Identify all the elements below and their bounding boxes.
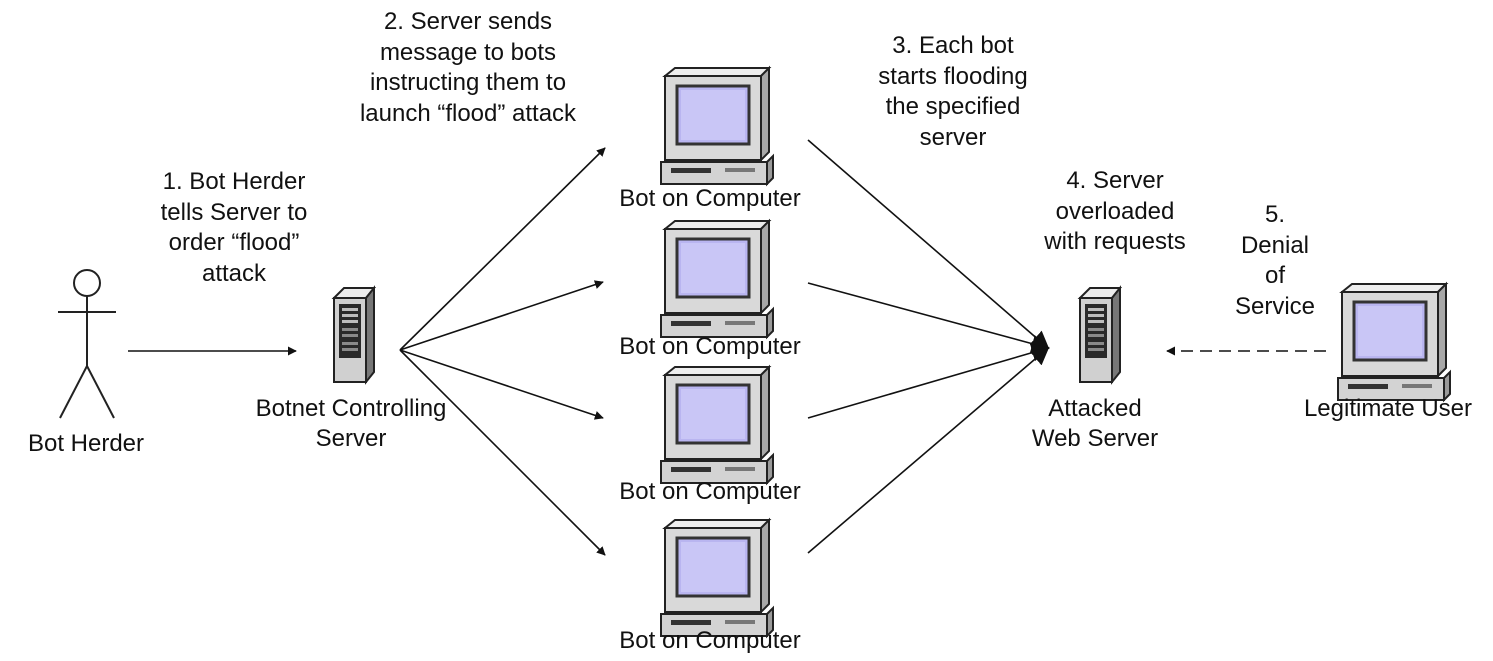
step-5-line: Service [1234,292,1316,320]
step-2-line: message to bots [379,38,557,66]
controlling-server-tower-icon [333,287,375,383]
step-5-note: 5. Denial of Service [1220,200,1330,322]
step-4-note: 4. Server overloaded with requests [1020,166,1210,258]
controlling-server-label-line2: Server [315,425,387,452]
step-5-line: Denial [1240,231,1310,259]
bot-4-label: Bot on Computer [619,627,801,654]
step-3-note: 3. Each bot starts flooding the specifie… [858,31,1048,153]
arrow-server-to-bot-3 [399,349,604,420]
bot-herder-stick-figure-icon [58,269,116,419]
bot-herder-label: Bot Herder [27,430,145,457]
arrow-bot-1-to-webserver [807,139,1050,350]
step-5-line: 5. [1264,201,1285,228]
arrow-server-to-bot-1 [399,147,606,351]
step-2-line: 2. Server sends [383,8,553,35]
step-2-line: launch “flood” attack [359,99,577,127]
arrow-bot-3-to-webserver [807,343,1050,419]
step-1-line: attack [201,259,267,287]
step-3-line: 3. Each bot [892,32,1014,59]
web-server-label-line2: Web Server [1031,425,1159,452]
legit-user-label: Legitimate User [1303,395,1473,422]
web-server-label: Attacked Web Server [1000,394,1190,454]
arrow-bot-2-to-webserver [807,282,1050,353]
controlling-server-label: Botnet Controlling Server [226,394,476,454]
step-1-note: 1. Bot Herder tells Server to order “flo… [118,167,350,289]
bot-computer-3-icon [659,365,775,485]
bot-computer-1-icon [659,66,775,186]
step-3-line: starts flooding [878,62,1028,90]
web-server-label-line1: Attacked [1048,395,1142,422]
step-1-line: tells Server to [160,198,308,226]
controlling-server-label-line1: Botnet Controlling [255,395,447,422]
step-2-line: instructing them to [369,69,567,96]
bot-computer-2-icon [659,219,775,339]
step-5-line: of [1264,262,1285,289]
bot-3-label: Bot on Computer [619,478,801,505]
legitimate-user-computer-icon [1336,282,1452,402]
step-4-line: overloaded [1055,197,1175,225]
step-2-note: 2. Server sends message to bots instruct… [318,7,618,129]
step-3-line: the specified [885,93,1021,120]
step-1-line: order “flood” [168,229,300,256]
step-3-line: server [919,123,987,151]
bot-1-label: Bot on Computer [619,185,801,212]
bot-2-label: Bot on Computer [619,333,801,360]
step-4-line: with requests [1044,228,1186,255]
arrow-bot-4-to-webserver [807,346,1050,554]
step-1-line: 1. Bot Herder [162,168,306,195]
arrow-server-to-bot-2 [399,280,604,351]
step-4-line: 4. Server [1066,167,1164,194]
web-server-tower-icon [1079,287,1121,383]
arrow-server-to-bot-4 [399,349,606,556]
bot-computer-4-icon [659,518,775,638]
